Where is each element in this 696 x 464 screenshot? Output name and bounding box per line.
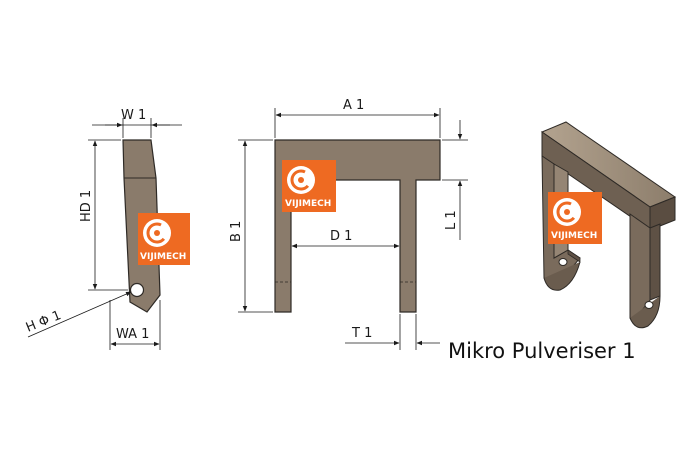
side-view-hole [129, 282, 145, 298]
dim-b1-label: B 1 [229, 221, 244, 242]
front-view-part [274, 139, 441, 313]
dim-hd1-label: HD 1 [79, 190, 94, 222]
vijimech-logo-1-text: VIJIMECH [285, 199, 331, 209]
dim-t1-label: T 1 [351, 326, 372, 341]
iso-left-hole [558, 258, 568, 266]
vijimech-logo-2-text: VIJIMECH [140, 252, 186, 262]
vijimech-logo-2 [138, 213, 190, 265]
vijimech-logo-1 [282, 160, 336, 212]
dim-a1-label: A 1 [343, 98, 364, 113]
iso-right-hole [644, 301, 654, 309]
dim-w1-label: W 1 [121, 108, 146, 123]
product-caption: Mikro Pulveriser 1 [448, 339, 636, 363]
dim-l1-label: L 1 [444, 210, 459, 230]
dim-wa1-label: WA 1 [116, 327, 149, 342]
isometric-view [540, 121, 677, 329]
dim-d1-label: D 1 [330, 229, 352, 244]
vijimech-logo-3 [548, 192, 602, 244]
dim-h-phi1-label: H Φ 1 [24, 308, 64, 336]
front-view: A 1 B 1 D 1 L 1 T 1 [229, 98, 468, 350]
vijimech-logo-3-text: VIJIMECH [551, 231, 597, 241]
